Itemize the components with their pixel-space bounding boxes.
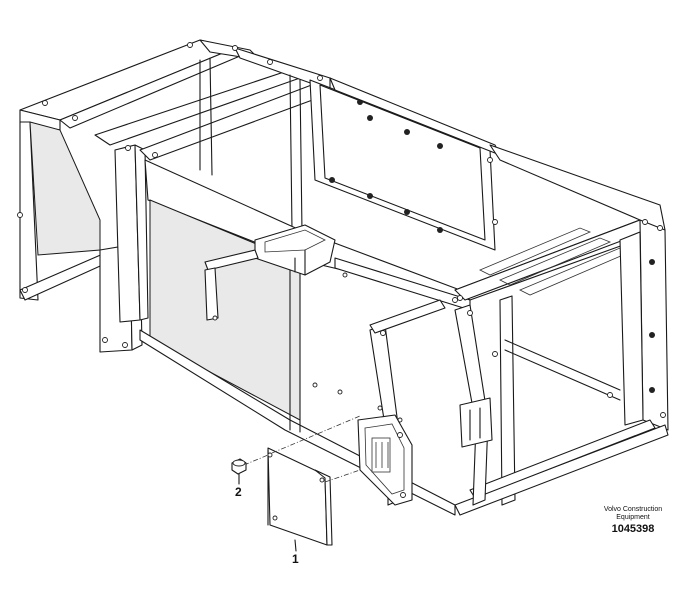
control-module [357, 414, 413, 506]
leader-line-part1 [294, 539, 297, 552]
right-frame [454, 144, 669, 516]
callout-label-2: 2 [235, 485, 242, 499]
manufacturer-name-line1: Volvo Construction [603, 506, 663, 513]
screw-part [231, 458, 247, 475]
drawing-number: 1045398 [611, 523, 655, 535]
left-frame [17, 39, 346, 353]
manufacturer-block: Volvo Construction Equipment 1045398 [598, 506, 668, 536]
manufacturer-name-line2: Equipment [616, 514, 650, 521]
bracket-plate-part [243, 415, 361, 546]
callout-label-1: 1 [292, 552, 299, 566]
